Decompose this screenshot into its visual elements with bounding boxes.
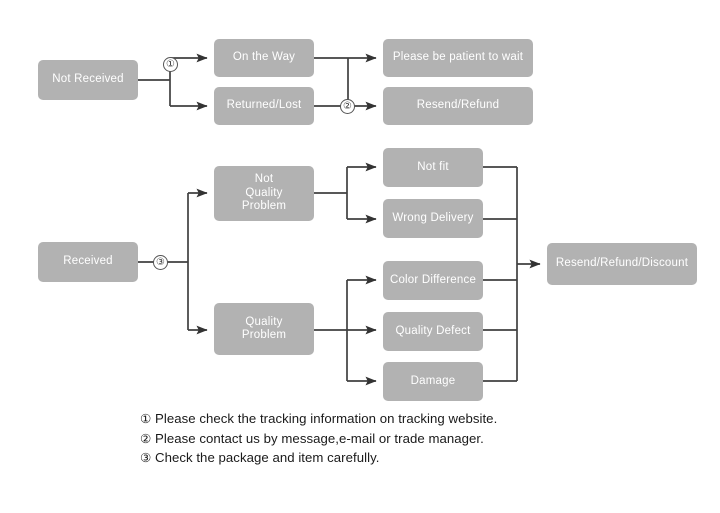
legend-number-2-icon: ② (140, 430, 152, 446)
node-label: Damage (410, 374, 456, 387)
marker-2-icon: ② (340, 99, 355, 114)
legend-number-3-icon: ③ (140, 450, 152, 465)
node-color-difference[interactable]: Color Difference (383, 261, 483, 300)
legend-item: ③ Check the package and item carefully. (140, 448, 570, 468)
node-resend-refund[interactable]: Resend/Refund (383, 87, 533, 125)
legend-item: ① Please check the tracking information … (140, 409, 570, 429)
marker-3-icon: ③ (153, 255, 168, 270)
legend: ① Please check the tracking information … (140, 409, 570, 468)
legend-text: Please contact us by message,e-mail or t… (155, 430, 484, 446)
node-label: Resend/Refund (416, 99, 500, 112)
node-label: Quality Problem (241, 315, 287, 342)
node-wrong-delivery[interactable]: Wrong Delivery (383, 199, 483, 238)
node-label: Not Received (52, 73, 124, 86)
node-not-fit[interactable]: Not fit (383, 148, 483, 187)
node-label: Returned/Lost (226, 99, 302, 112)
node-quality-defect[interactable]: Quality Defect (383, 312, 483, 351)
marker-1-icon: ① (163, 57, 178, 72)
node-label: Resend/Refund/Discount (555, 257, 689, 270)
node-resend-refund-discount[interactable]: Resend/Refund/Discount (547, 243, 697, 285)
node-please-be-patient-to-wait[interactable]: Please be patient to wait (383, 39, 533, 77)
node-label: Not fit (417, 160, 449, 173)
node-quality-problem[interactable]: Quality Problem (214, 303, 314, 355)
node-not-received[interactable]: Not Received (38, 60, 138, 100)
node-label: Color Difference (389, 273, 477, 286)
node-on-the-way[interactable]: On the Way (214, 39, 314, 77)
node-label: Received (63, 255, 113, 268)
node-damage[interactable]: Damage (383, 362, 483, 401)
node-label: Wrong Delivery (392, 211, 474, 224)
node-label: Quality Defect (395, 324, 471, 337)
node-returned-lost[interactable]: Returned/Lost (214, 87, 314, 125)
node-label: On the Way (232, 51, 296, 64)
legend-text: Please check the tracking information on… (155, 411, 498, 426)
legend-text: Check the package and item carefully. (155, 450, 380, 465)
node-not-quality-problem[interactable]: Not Quality Problem (214, 166, 314, 221)
legend-number-1-icon: ① (140, 411, 152, 426)
node-received[interactable]: Received (38, 242, 138, 282)
node-label: Please be patient to wait (392, 51, 524, 64)
legend-item: ② Please contact us by message,e-mail or… (140, 429, 570, 449)
node-label: Not Quality Problem (241, 173, 287, 213)
